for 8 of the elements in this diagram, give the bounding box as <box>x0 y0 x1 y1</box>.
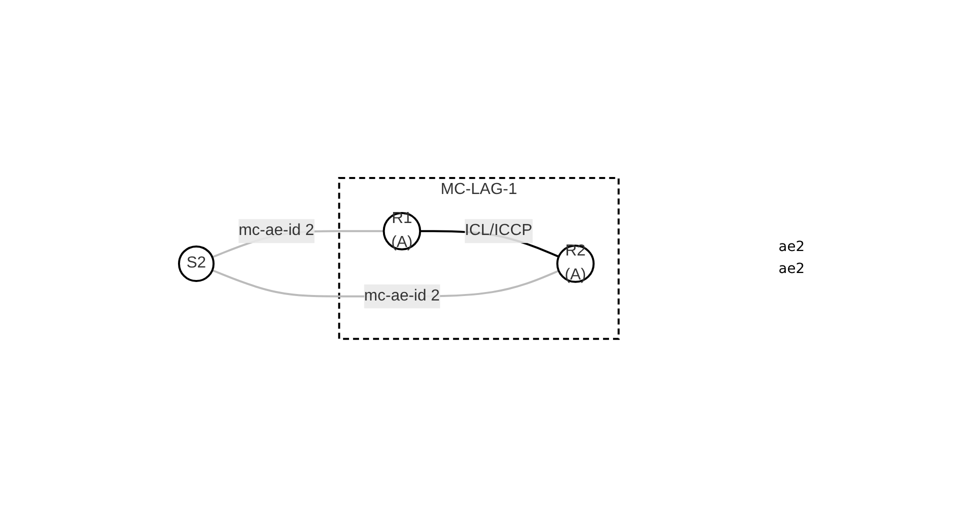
edge-label: mc-ae-id 2 <box>364 286 440 304</box>
edge-label: ICL/ICCP <box>464 222 532 239</box>
node-circle: R2 (A) <box>556 244 594 282</box>
interface-label: ae2 <box>778 239 806 255</box>
node-circle: S2 <box>178 245 214 282</box>
interface-label: ae2 <box>778 261 806 277</box>
edge-label: mc-ae-id 2 <box>238 222 314 239</box>
node-circle: R1 (A) <box>382 212 421 250</box>
